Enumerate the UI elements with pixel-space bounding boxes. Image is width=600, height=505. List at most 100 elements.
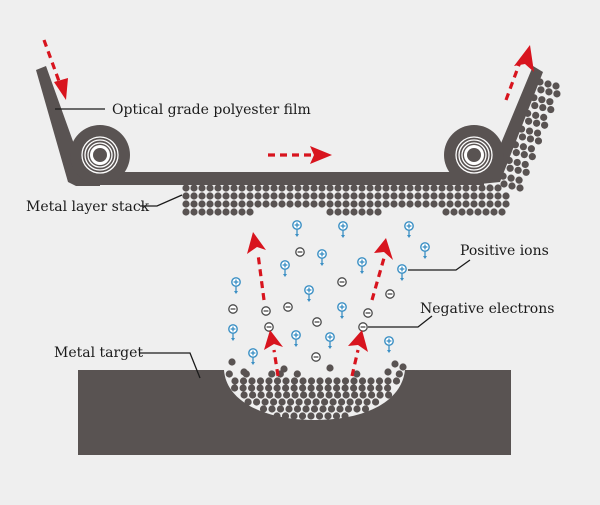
metal-atom <box>541 122 548 129</box>
metal-atom <box>182 208 189 215</box>
metal-atom <box>374 200 381 207</box>
film-horizontal-segment <box>74 172 484 185</box>
metal-atom <box>253 398 260 405</box>
metal-atom <box>537 86 544 93</box>
metal-atom <box>226 370 233 377</box>
metal-atom <box>462 184 469 191</box>
metal-atom <box>527 135 534 142</box>
metal-atom <box>396 370 403 377</box>
metal-atom <box>294 192 301 199</box>
metal-atom <box>270 184 277 191</box>
positive-ion <box>292 331 300 347</box>
metal-atom <box>214 208 221 215</box>
metal-atom <box>254 200 261 207</box>
metal-atom <box>231 377 238 384</box>
metal-atom <box>508 182 515 189</box>
right-roller <box>444 125 504 185</box>
metal-atom <box>299 412 306 419</box>
positive-ion <box>339 222 347 238</box>
negative-electron <box>359 323 367 331</box>
metal-atom <box>282 377 289 384</box>
metal-atom <box>198 200 205 207</box>
metal-atom <box>214 192 221 199</box>
metal-atom <box>523 169 530 176</box>
metal-atom <box>494 184 501 191</box>
metal-atom <box>486 200 493 207</box>
metal-layer-stack-label: Metal layer stack <box>26 199 150 215</box>
metal-atom <box>345 405 352 412</box>
positive-ion <box>229 325 237 341</box>
metal-atom <box>246 184 253 191</box>
metal-atom <box>268 370 275 377</box>
metal-atom <box>534 129 541 136</box>
metal-atom <box>514 159 521 166</box>
metal-atom <box>454 192 461 199</box>
metal-atom <box>319 405 326 412</box>
metal-atom <box>390 184 397 191</box>
metal-atom <box>458 208 465 215</box>
metal-atom <box>515 167 522 174</box>
metal-atom <box>190 192 197 199</box>
metal-atom <box>274 384 281 391</box>
metal-atom <box>359 384 366 391</box>
positive-ion <box>358 258 366 274</box>
negative-electron <box>364 309 372 317</box>
metal-atom <box>350 208 357 215</box>
metal-atom <box>399 363 406 370</box>
metal-atom <box>265 384 272 391</box>
metal-atom <box>367 384 374 391</box>
metal-atom <box>230 192 237 199</box>
metal-atom <box>326 200 333 207</box>
metal-atom <box>366 200 373 207</box>
metal-atom <box>546 98 553 105</box>
metal-atom <box>507 165 514 172</box>
negative-electron <box>265 323 273 331</box>
metal-atom <box>544 80 551 87</box>
metal-atom <box>274 377 281 384</box>
metal-atom <box>230 184 237 191</box>
metal-atom <box>342 192 349 199</box>
metal-atom <box>502 192 509 199</box>
metal-atom <box>513 149 520 156</box>
metal-atom <box>299 384 306 391</box>
metal-atom <box>406 192 413 199</box>
metal-atom <box>318 200 325 207</box>
metal-atom <box>398 200 405 207</box>
metal-atom <box>486 184 493 191</box>
metal-atom <box>270 192 277 199</box>
metal-atom <box>214 184 221 191</box>
metal-atom <box>275 391 282 398</box>
metal-atom <box>355 398 362 405</box>
metal-atom <box>398 192 405 199</box>
metal-atom <box>206 208 213 215</box>
metal-atom <box>358 200 365 207</box>
metal-atom <box>249 391 256 398</box>
metal-atom <box>522 161 529 168</box>
metal-atom <box>286 200 293 207</box>
metal-atom <box>342 377 349 384</box>
metal-atom <box>222 208 229 215</box>
negative-electrons-group <box>229 248 394 361</box>
negative-electron <box>262 307 270 315</box>
metal-atom <box>302 200 309 207</box>
metal-atom <box>278 192 285 199</box>
sputter-arrow-1 <box>247 232 266 300</box>
metal-atom <box>309 391 316 398</box>
metal-atom <box>462 200 469 207</box>
metal-atom <box>547 106 554 113</box>
metal-atom <box>341 412 348 419</box>
metal-atom <box>334 192 341 199</box>
negative-electron <box>386 290 394 298</box>
metal-atom <box>446 184 453 191</box>
metal-atom <box>545 88 552 95</box>
metal-atom <box>438 200 445 207</box>
metal-atom <box>286 192 293 199</box>
metal-atom <box>350 200 357 207</box>
metal-atom <box>326 208 333 215</box>
metal-atom <box>376 384 383 391</box>
sputter-arrow-3 <box>264 330 283 376</box>
metal-atom <box>519 133 526 140</box>
metal-atom <box>300 391 307 398</box>
metal-atom <box>350 377 357 384</box>
metal-atom <box>308 384 315 391</box>
